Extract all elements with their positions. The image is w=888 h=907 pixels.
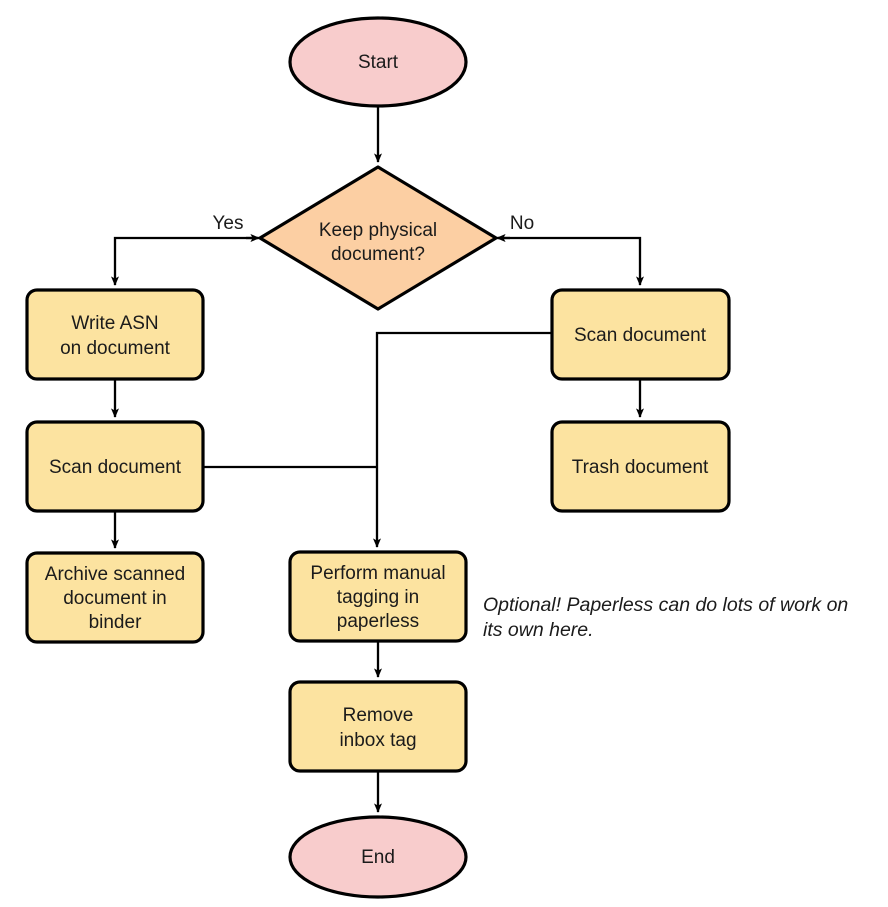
- scan-document-right-label: Scan document: [574, 325, 707, 346]
- decision-label-line2: document?: [331, 244, 425, 265]
- node-remove-inbox-tag[interactable]: Remove inbox tag: [288, 680, 468, 773]
- write-asn-label-line1: Write ASN: [71, 313, 158, 334]
- remove-inbox-tag-label-line1: Remove: [343, 705, 414, 726]
- optional-note-line2: its own here.: [483, 619, 594, 641]
- scan-document-left-label: Scan document: [49, 457, 182, 478]
- edge-label-yes: Yes: [213, 213, 244, 234]
- start-label: Start: [358, 52, 399, 73]
- edge-label-no: No: [510, 213, 534, 234]
- manual-tagging-label-line3: paperless: [337, 611, 419, 632]
- edge-decision-yes-to-write-asn: [111, 236, 258, 286]
- node-decision-keep-physical-document[interactable]: Keep physical document?: [258, 165, 498, 311]
- archive-label-line1: Archive scanned: [45, 564, 185, 585]
- manual-tagging-label-line2: tagging in: [337, 587, 419, 608]
- decision-label-line1: Keep physical: [319, 220, 437, 241]
- optional-note-line1: Optional! Paperless can do lots of work …: [483, 594, 848, 616]
- write-asn-box: [25, 288, 205, 381]
- annotation-optional-note: Optional! Paperless can do lots of work …: [483, 594, 848, 641]
- node-end[interactable]: End: [288, 815, 468, 899]
- node-trash-document[interactable]: Trash document: [550, 420, 731, 513]
- archive-label-line3: binder: [89, 612, 142, 633]
- node-perform-manual-tagging[interactable]: Perform manual tagging in paperless: [288, 550, 468, 643]
- archive-box: [25, 551, 205, 644]
- end-label: End: [361, 847, 395, 868]
- node-archive-scanned-document[interactable]: Archive scanned document in binder: [25, 551, 205, 644]
- decision-diamond: [258, 165, 498, 311]
- edge-scan-right-to-manual-tagging: [373, 331, 552, 548]
- end-ellipse: [288, 815, 468, 899]
- manual-tagging-box: [288, 550, 468, 643]
- trash-document-box: [550, 420, 731, 513]
- manual-tagging-label-line1: Perform manual: [310, 563, 445, 584]
- start-ellipse: [288, 16, 468, 108]
- scan-document-right-box: [550, 288, 731, 381]
- archive-label-line2: document in: [63, 588, 167, 609]
- node-write-asn-on-document[interactable]: Write ASN on document: [25, 288, 205, 381]
- trash-document-label: Trash document: [572, 457, 709, 478]
- node-scan-document-right[interactable]: Scan document: [550, 288, 731, 381]
- remove-inbox-tag-box: [288, 680, 468, 773]
- scan-document-left-box: [25, 420, 205, 513]
- remove-inbox-tag-label-line2: inbox tag: [339, 730, 416, 751]
- write-asn-label-line2: on document: [60, 338, 171, 359]
- node-scan-document-left[interactable]: Scan document: [25, 420, 205, 513]
- edge-decision-no-to-scan-right: [498, 236, 644, 286]
- node-start[interactable]: Start: [288, 16, 468, 108]
